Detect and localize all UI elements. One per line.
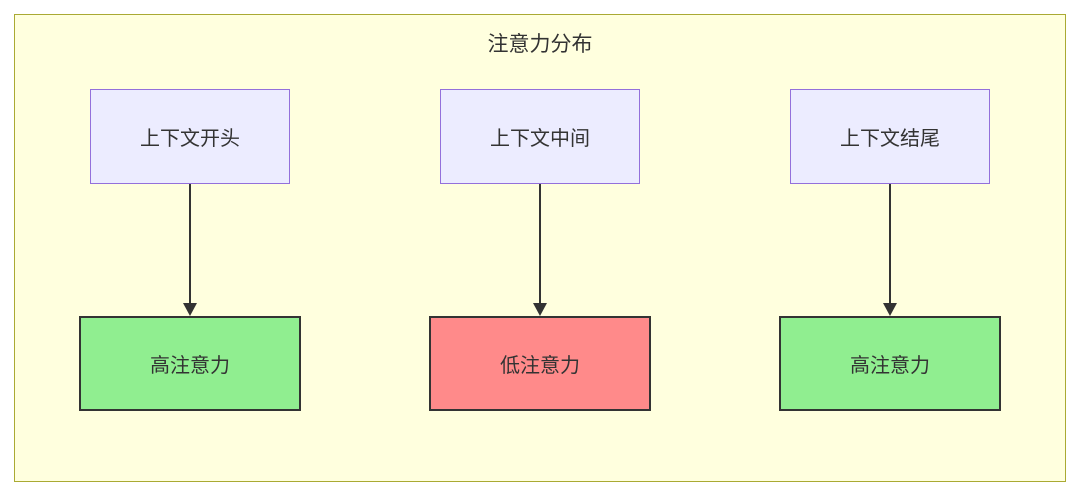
arrowhead-icon (533, 303, 547, 316)
diagram-title: 注意力分布 (487, 33, 593, 56)
flow-column-context-end: 上下文结尾 高注意力 (730, 89, 1050, 411)
flow-column-context-start: 上下文开头 高注意力 (30, 89, 350, 411)
source-node-context-middle: 上下文中间 (440, 89, 640, 184)
arrow-down (533, 184, 547, 316)
target-node-high-attention-2: 高注意力 (779, 316, 1001, 411)
target-node-low-attention: 低注意力 (429, 316, 651, 411)
source-node-context-end: 上下文结尾 (790, 89, 990, 184)
attention-distribution-container: 注意力分布 上下文开头 高注意力 上下文中间 低注意力 (14, 14, 1066, 482)
flow-columns: 上下文开头 高注意力 上下文中间 低注意力 上下文结尾 (15, 89, 1065, 411)
arrow-line (189, 184, 191, 303)
source-node-context-start: 上下文开头 (90, 89, 290, 184)
arrowhead-icon (183, 303, 197, 316)
arrow-line (889, 184, 891, 303)
arrow-down (883, 184, 897, 316)
flow-column-context-middle: 上下文中间 低注意力 (380, 89, 700, 411)
target-node-high-attention-1: 高注意力 (79, 316, 301, 411)
arrowhead-icon (883, 303, 897, 316)
arrow-line (539, 184, 541, 303)
arrow-down (183, 184, 197, 316)
